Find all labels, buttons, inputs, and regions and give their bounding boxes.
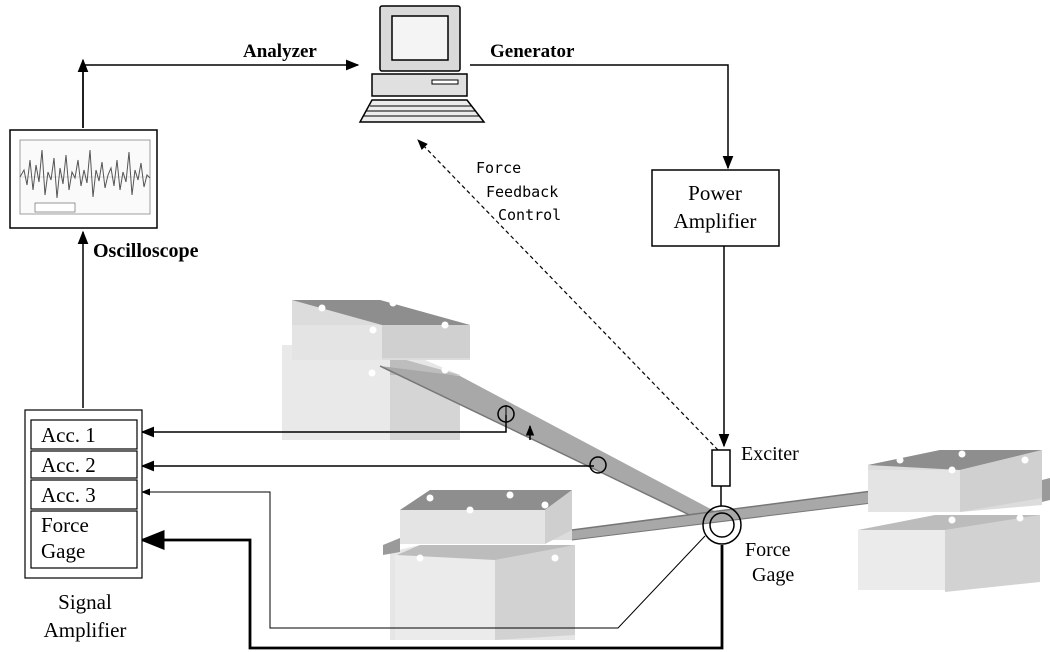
channel-acc-3: Acc. 3 — [41, 483, 96, 507]
signal-amplifier-label-2: Amplifier — [44, 618, 127, 642]
generator-label: Generator — [490, 41, 575, 62]
force-gage-sensor-icon — [702, 505, 742, 545]
oscilloscope-screen-icon — [9, 129, 158, 229]
force-gage-label-1: Force — [745, 539, 791, 561]
force-feedback-label-2: Feedback — [486, 183, 558, 201]
channel-force-gage-2: Gage — [41, 539, 85, 563]
beam-left — [379, 365, 722, 521]
computer-icon — [358, 5, 486, 123]
force-gage-label-2: Gage — [752, 564, 794, 586]
fixture-block-bottom-left — [383, 490, 575, 640]
signal-amplifier-label-1: Signal — [58, 590, 112, 614]
signal-amplifier-box: Acc. 1 Acc. 2 Acc. 3 Force Gage — [24, 409, 143, 579]
exciter-icon — [711, 449, 731, 487]
power-amplifier-label-2: Amplifier — [674, 209, 757, 233]
force-feedback-label-1: Force — [476, 159, 521, 177]
force-feedback-label-3: Control — [498, 206, 561, 224]
accelerometer-1-icon — [497, 405, 515, 423]
oscilloscope-label: Oscilloscope — [93, 240, 199, 262]
channel-force-gage-1: Force — [41, 513, 89, 537]
analyzer-label: Analyzer — [243, 41, 317, 62]
power-amplifier-label-1: Power — [688, 181, 742, 205]
exciter-label: Exciter — [741, 443, 799, 465]
power-amplifier-box: Power Amplifier — [651, 169, 780, 247]
beam-horizontal — [571, 489, 881, 541]
channel-acc-1: Acc. 1 — [41, 423, 96, 447]
fixture-block-right — [858, 450, 1050, 592]
channel-acc-2: Acc. 2 — [41, 453, 96, 477]
fixture-block-top-left — [282, 299, 470, 440]
accelerometer-2-icon — [589, 456, 607, 474]
